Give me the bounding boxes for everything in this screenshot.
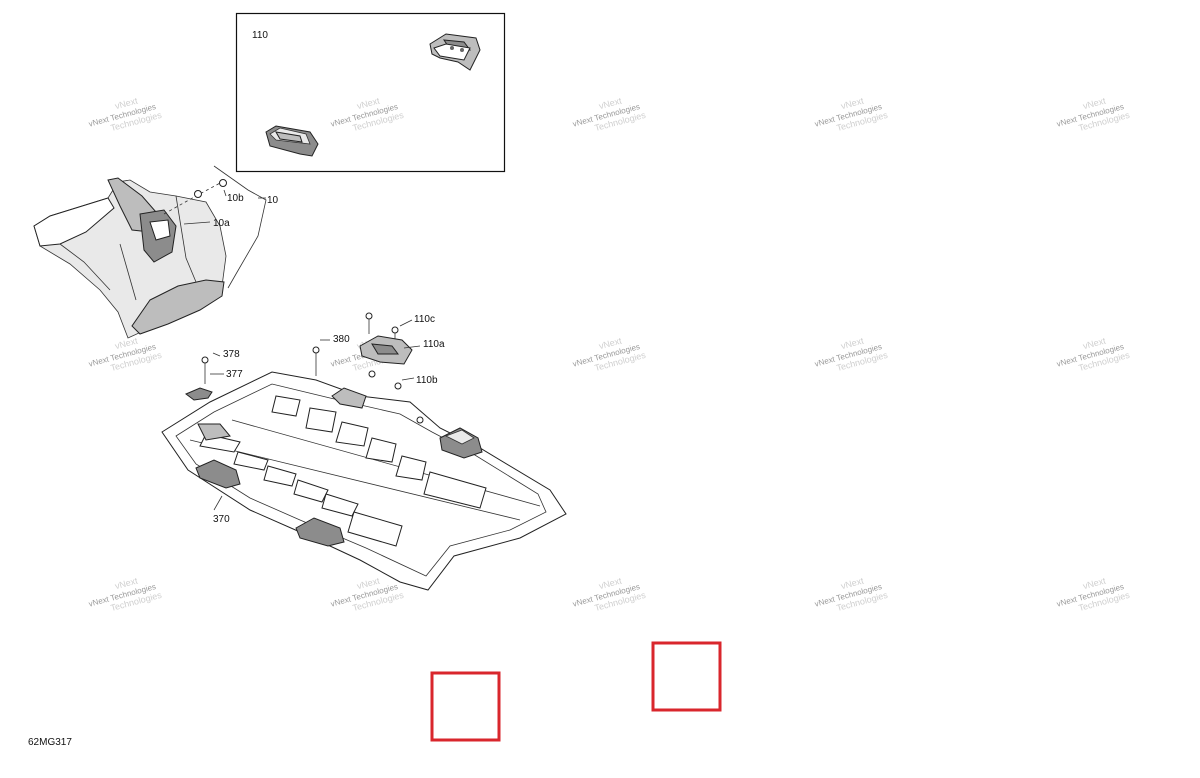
- highlight-box: [430, 671, 501, 742]
- highlight-box: [651, 641, 722, 712]
- callout-377: 377: [226, 369, 243, 380]
- bracket-377-icon: [185, 387, 213, 401]
- callout-110c: 110c: [414, 314, 435, 325]
- screw-icon: [194, 190, 202, 198]
- inset-label-110: 110: [252, 30, 268, 41]
- bolt-icon: [391, 326, 399, 334]
- footrest-part-icon: [265, 125, 319, 157]
- bolt-icon: [365, 312, 373, 320]
- inset-box-110: 110: [235, 12, 506, 173]
- callout-10b: 10b: [227, 193, 244, 204]
- skid-plate: [161, 312, 567, 591]
- bolt-icon: [394, 382, 402, 390]
- skid-plate-panels: [199, 395, 487, 547]
- footrest-icon: [295, 517, 345, 547]
- figure-code: 62MG317: [28, 737, 72, 748]
- callout-110b: 110b: [416, 375, 438, 386]
- callout-370: 370: [213, 514, 230, 525]
- callout-380: 380: [333, 334, 350, 345]
- bolt-icon: [368, 370, 376, 378]
- footrest-icon: [195, 459, 241, 489]
- callout-10a: 10a: [213, 218, 230, 229]
- callout-10: 10: [267, 195, 279, 206]
- bolt-icon: [201, 356, 209, 364]
- bolt-icon: [312, 346, 320, 354]
- screw-icon: [219, 179, 227, 187]
- footrest-part-icon: [429, 33, 481, 71]
- center-console-cover: [33, 165, 267, 339]
- bolt-icon: [416, 416, 424, 424]
- callout-110a: 110a: [423, 339, 445, 350]
- callout-378: 378: [223, 349, 240, 360]
